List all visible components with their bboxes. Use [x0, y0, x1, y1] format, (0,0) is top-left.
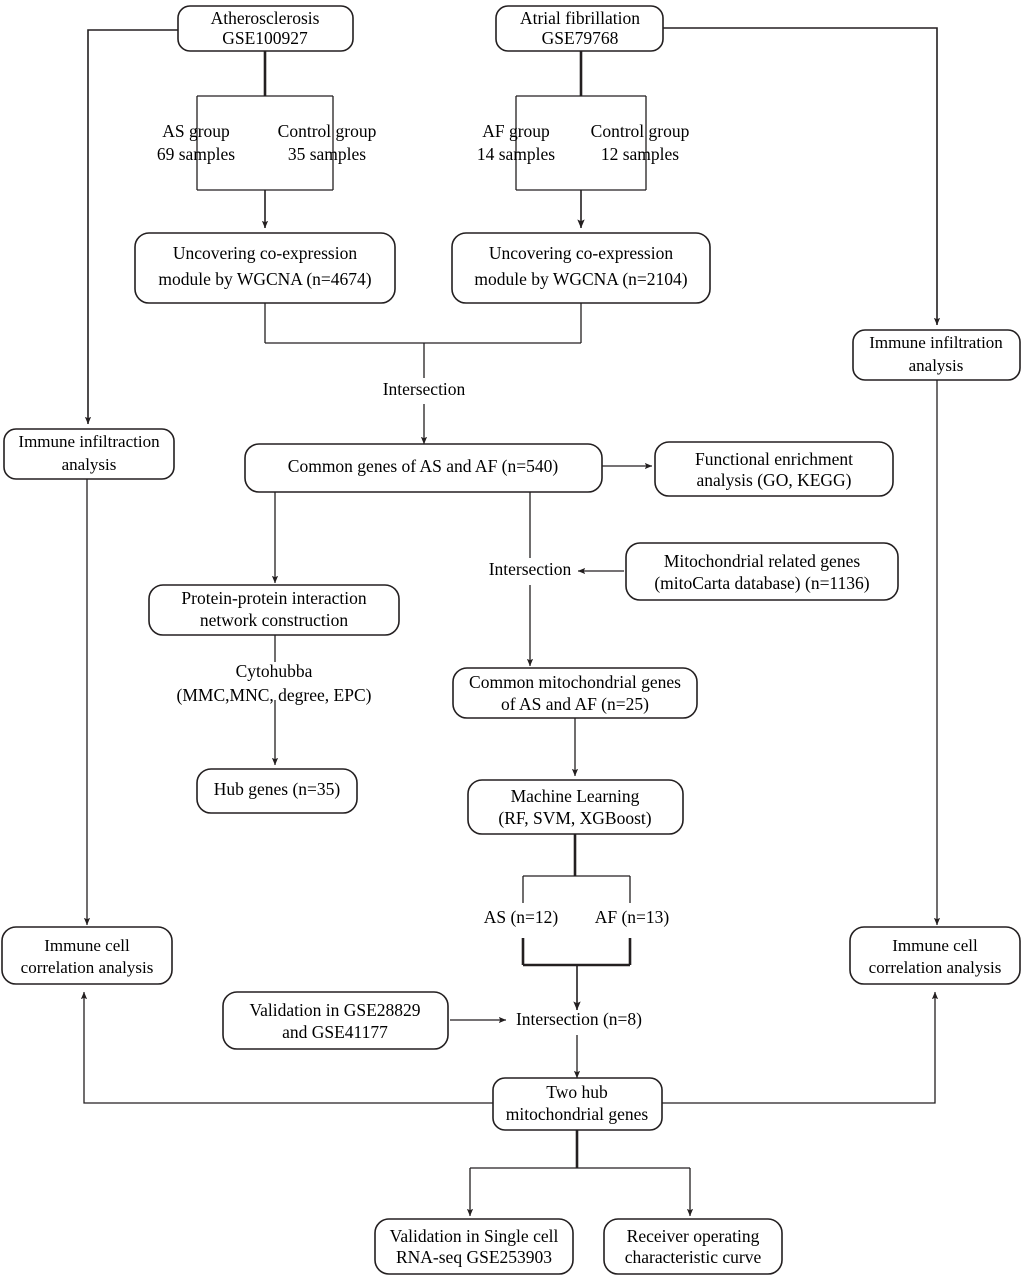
immune-infiltration-right-line1: Immune infiltration [869, 333, 1003, 352]
af-group-line2: 14 samples [477, 144, 555, 164]
wgcna-left-line2: module by WGCNA (n=4674) [158, 269, 371, 289]
validation-gse-line1: Validation in GSE28829 [249, 1000, 420, 1020]
af-n-label: AF (n=13) [595, 907, 670, 927]
wgcna-right-line1: Uncovering co-expression [489, 243, 673, 263]
node-atrial-fibrillation[interactable]: Atrial fibrillation GSE79768 [495, 5, 664, 52]
hub-genes-label: Hub genes (n=35) [214, 779, 341, 799]
functional-enrichment-line2: analysis (GO, KEGG) [696, 470, 851, 490]
edge-twohub-to-immune-corr-right [662, 991, 939, 1104]
ppi-line1: Protein-protein interaction [181, 588, 366, 608]
node-validation-gse[interactable]: Validation in GSE28829 and GSE41177 [222, 991, 449, 1050]
node-common-genes[interactable]: Common genes of AS and AF (n=540) [244, 443, 603, 493]
ml-line1: Machine Learning [511, 786, 640, 806]
roc-line2: characteristic curve [625, 1247, 762, 1267]
immune-corr-right-line1: Immune cell [892, 936, 978, 955]
edge-twohub-to-immune-corr-left [80, 991, 493, 1104]
af-group-line1: AF group [482, 121, 550, 141]
label-cytohubba: Cytohubba (MMC,MNC, degree, EPC) [177, 661, 372, 705]
as-group-line2: 69 samples [157, 144, 235, 164]
mito-genes-line2: (mitoCarta database) (n=1136) [654, 573, 869, 593]
common-mito-line2: of AS and AF (n=25) [501, 694, 649, 714]
immune-corr-left-line2: correlation analysis [21, 958, 154, 977]
node-atherosclerosis[interactable]: Atherosclerosis GSE100927 [177, 5, 354, 52]
immune-infiltration-left-box[interactable] [3, 428, 175, 480]
immune-infiltration-right-box[interactable] [852, 329, 1021, 381]
label-control-group-right: Control group 12 samples [591, 121, 690, 164]
validation-singlecell-line1: Validation in Single cell [390, 1226, 559, 1246]
common-genes-box[interactable] [244, 443, 603, 493]
immune-infiltration-right-line2: analysis [909, 356, 964, 375]
node-machine-learning[interactable]: Machine Learning (RF, SVM, XGBoost) [467, 779, 684, 835]
ppi-network-box[interactable] [148, 584, 400, 636]
validation-singlecell-line2: RNA-seq GSE253903 [396, 1247, 552, 1267]
control-group-left-line2: 35 samples [288, 144, 366, 164]
node-immune-cell-correlation-right[interactable]: Immune cell correlation analysis [849, 926, 1021, 985]
node-mitochondrial-genes[interactable]: Mitochondrial related genes (mitoCarta d… [625, 542, 899, 601]
validation-singlecell-box[interactable] [374, 1218, 574, 1275]
atrial-fibrillation-box[interactable] [495, 5, 664, 52]
as-group-line1: AS group [162, 121, 230, 141]
hub-genes-box[interactable] [196, 768, 358, 814]
label-control-group-left: Control group 35 samples [278, 121, 377, 164]
machine-learning-box[interactable] [467, 779, 684, 835]
two-hub-line2: mitochondrial genes [506, 1104, 649, 1124]
wgcna-left-line1: Uncovering co-expression [173, 243, 357, 263]
node-immune-infiltration-left[interactable]: Immune infiltraction analysis [3, 428, 175, 480]
intersection-mito-label: Intersection [489, 559, 572, 579]
control-group-right-line2: 12 samples [601, 144, 679, 164]
atrial-fibrillation-line2: GSE79768 [542, 28, 619, 48]
cytohubba-line2: (MMC,MNC, degree, EPC) [177, 685, 372, 705]
immune-corr-left-line1: Immune cell [44, 936, 130, 955]
wgcna-right-line2: module by WGCNA (n=2104) [474, 269, 687, 289]
label-as-group: AS group 69 samples [157, 121, 235, 164]
node-two-hub-genes[interactable]: Two hub mitochondrial genes [492, 1077, 663, 1131]
as-n-label: AS (n=12) [484, 907, 559, 927]
node-immune-infiltration-right[interactable]: Immune infiltration analysis [852, 329, 1021, 381]
node-common-mito-genes[interactable]: Common mitochondrial genes of AS and AF … [452, 667, 698, 719]
node-wgcna-right[interactable]: Uncovering co-expression module by WGCNA… [451, 232, 711, 304]
node-validation-singlecell[interactable]: Validation in Single cell RNA-seq GSE253… [374, 1218, 574, 1275]
intersection-top-label: Intersection [383, 379, 466, 399]
validation-gse-box[interactable] [222, 991, 449, 1050]
two-hub-genes-box[interactable] [492, 1077, 663, 1131]
node-functional-enrichment[interactable]: Functional enrichment analysis (GO, KEGG… [654, 441, 894, 497]
ml-line2: (RF, SVM, XGBoost) [498, 808, 651, 828]
control-group-left-line1: Control group [278, 121, 377, 141]
two-hub-line1: Two hub [546, 1082, 608, 1102]
immune-cell-correlation-right-box[interactable] [849, 926, 1021, 985]
immune-infiltration-left-line1: Immune infiltraction [18, 432, 160, 451]
node-hub-genes[interactable]: Hub genes (n=35) [196, 768, 358, 814]
mito-genes-line1: Mitochondrial related genes [664, 551, 861, 571]
wgcna-left-box[interactable] [134, 232, 396, 304]
edge-atrialfib-to-immune-infiltration-right [663, 27, 941, 326]
common-mito-genes-box[interactable] [452, 667, 698, 719]
atherosclerosis-line2: GSE100927 [222, 28, 308, 48]
intersection-n8-label: Intersection (n=8) [516, 1009, 642, 1029]
atrial-fibrillation-line1: Atrial fibrillation [520, 8, 640, 28]
atherosclerosis-box[interactable] [177, 5, 354, 52]
functional-enrichment-line1: Functional enrichment [695, 449, 853, 469]
validation-gse-line2: and GSE41177 [282, 1022, 388, 1042]
mitochondrial-genes-box[interactable] [625, 542, 899, 601]
roc-curve-box[interactable] [603, 1218, 783, 1275]
control-group-right-line1: Control group [591, 121, 690, 141]
common-genes-label: Common genes of AS and AF (n=540) [288, 456, 559, 476]
label-af-group: AF group 14 samples [477, 121, 555, 164]
wgcna-right-box[interactable] [451, 232, 711, 304]
edge-atherosclerosis-to-immune-infiltration-left [84, 29, 178, 425]
node-ppi-network[interactable]: Protein-protein interaction network cons… [148, 584, 400, 636]
ppi-line2: network construction [200, 610, 348, 630]
immune-corr-right-line2: correlation analysis [869, 958, 1002, 977]
atherosclerosis-line1: Atherosclerosis [211, 8, 320, 28]
cytohubba-line1: Cytohubba [236, 661, 313, 681]
functional-enrichment-box[interactable] [654, 441, 894, 497]
node-immune-cell-correlation-left[interactable]: Immune cell correlation analysis [1, 926, 173, 985]
immune-infiltration-left-line2: analysis [62, 455, 117, 474]
roc-line1: Receiver operating [627, 1226, 760, 1246]
node-wgcna-left[interactable]: Uncovering co-expression module by WGCNA… [134, 232, 396, 304]
immune-cell-correlation-left-box[interactable] [1, 926, 173, 985]
node-roc-curve[interactable]: Receiver operating characteristic curve [603, 1218, 783, 1275]
common-mito-line1: Common mitochondrial genes [469, 672, 681, 692]
